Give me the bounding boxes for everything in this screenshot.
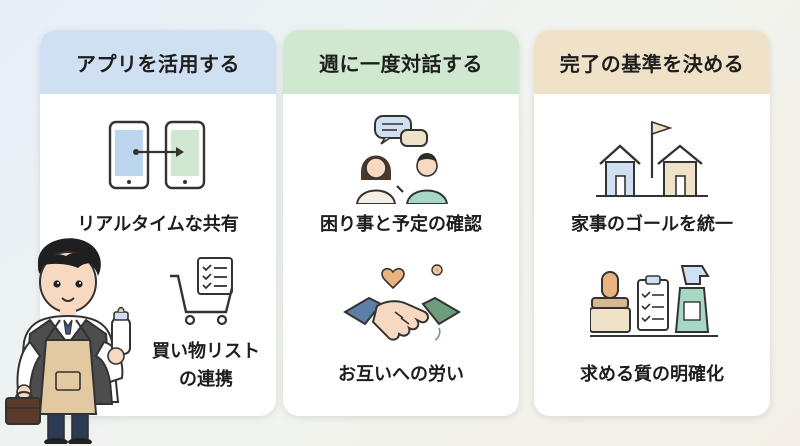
card-title: アプリを活用する xyxy=(40,30,276,94)
card-completion-standard: 完了の基準を決める 家事のゴールを統一 求める質の明確化 xyxy=(534,30,770,416)
item-define-quality: 求める質の明確化 xyxy=(580,364,724,385)
item-check-issues: 困り事と予定の確認 xyxy=(320,214,482,235)
item-realtime-share: リアルタイムな共有 xyxy=(77,214,239,235)
cleaning-supplies-icon xyxy=(590,265,718,337)
man-with-apron-icon xyxy=(5,238,131,444)
handshake-icon xyxy=(343,264,461,341)
item-appreciation: お互いへの労い xyxy=(338,364,464,385)
phone-sync-icon xyxy=(108,120,206,190)
item-unify-goals: 家事のゴールを統一 xyxy=(571,214,733,235)
card-title: 週に一度対話する xyxy=(283,30,519,94)
card-title: 完了の基準を決める xyxy=(534,30,770,94)
item-shopping-list: 買い物リスト の連携 xyxy=(152,341,260,390)
card-weekly-talk: 週に一度対話する 困り事と予定の確認 お互いへの労い xyxy=(283,30,519,416)
shopping-cart-icon xyxy=(170,257,234,326)
houses-flag-icon xyxy=(596,120,708,197)
couple-talking-icon xyxy=(355,115,449,204)
